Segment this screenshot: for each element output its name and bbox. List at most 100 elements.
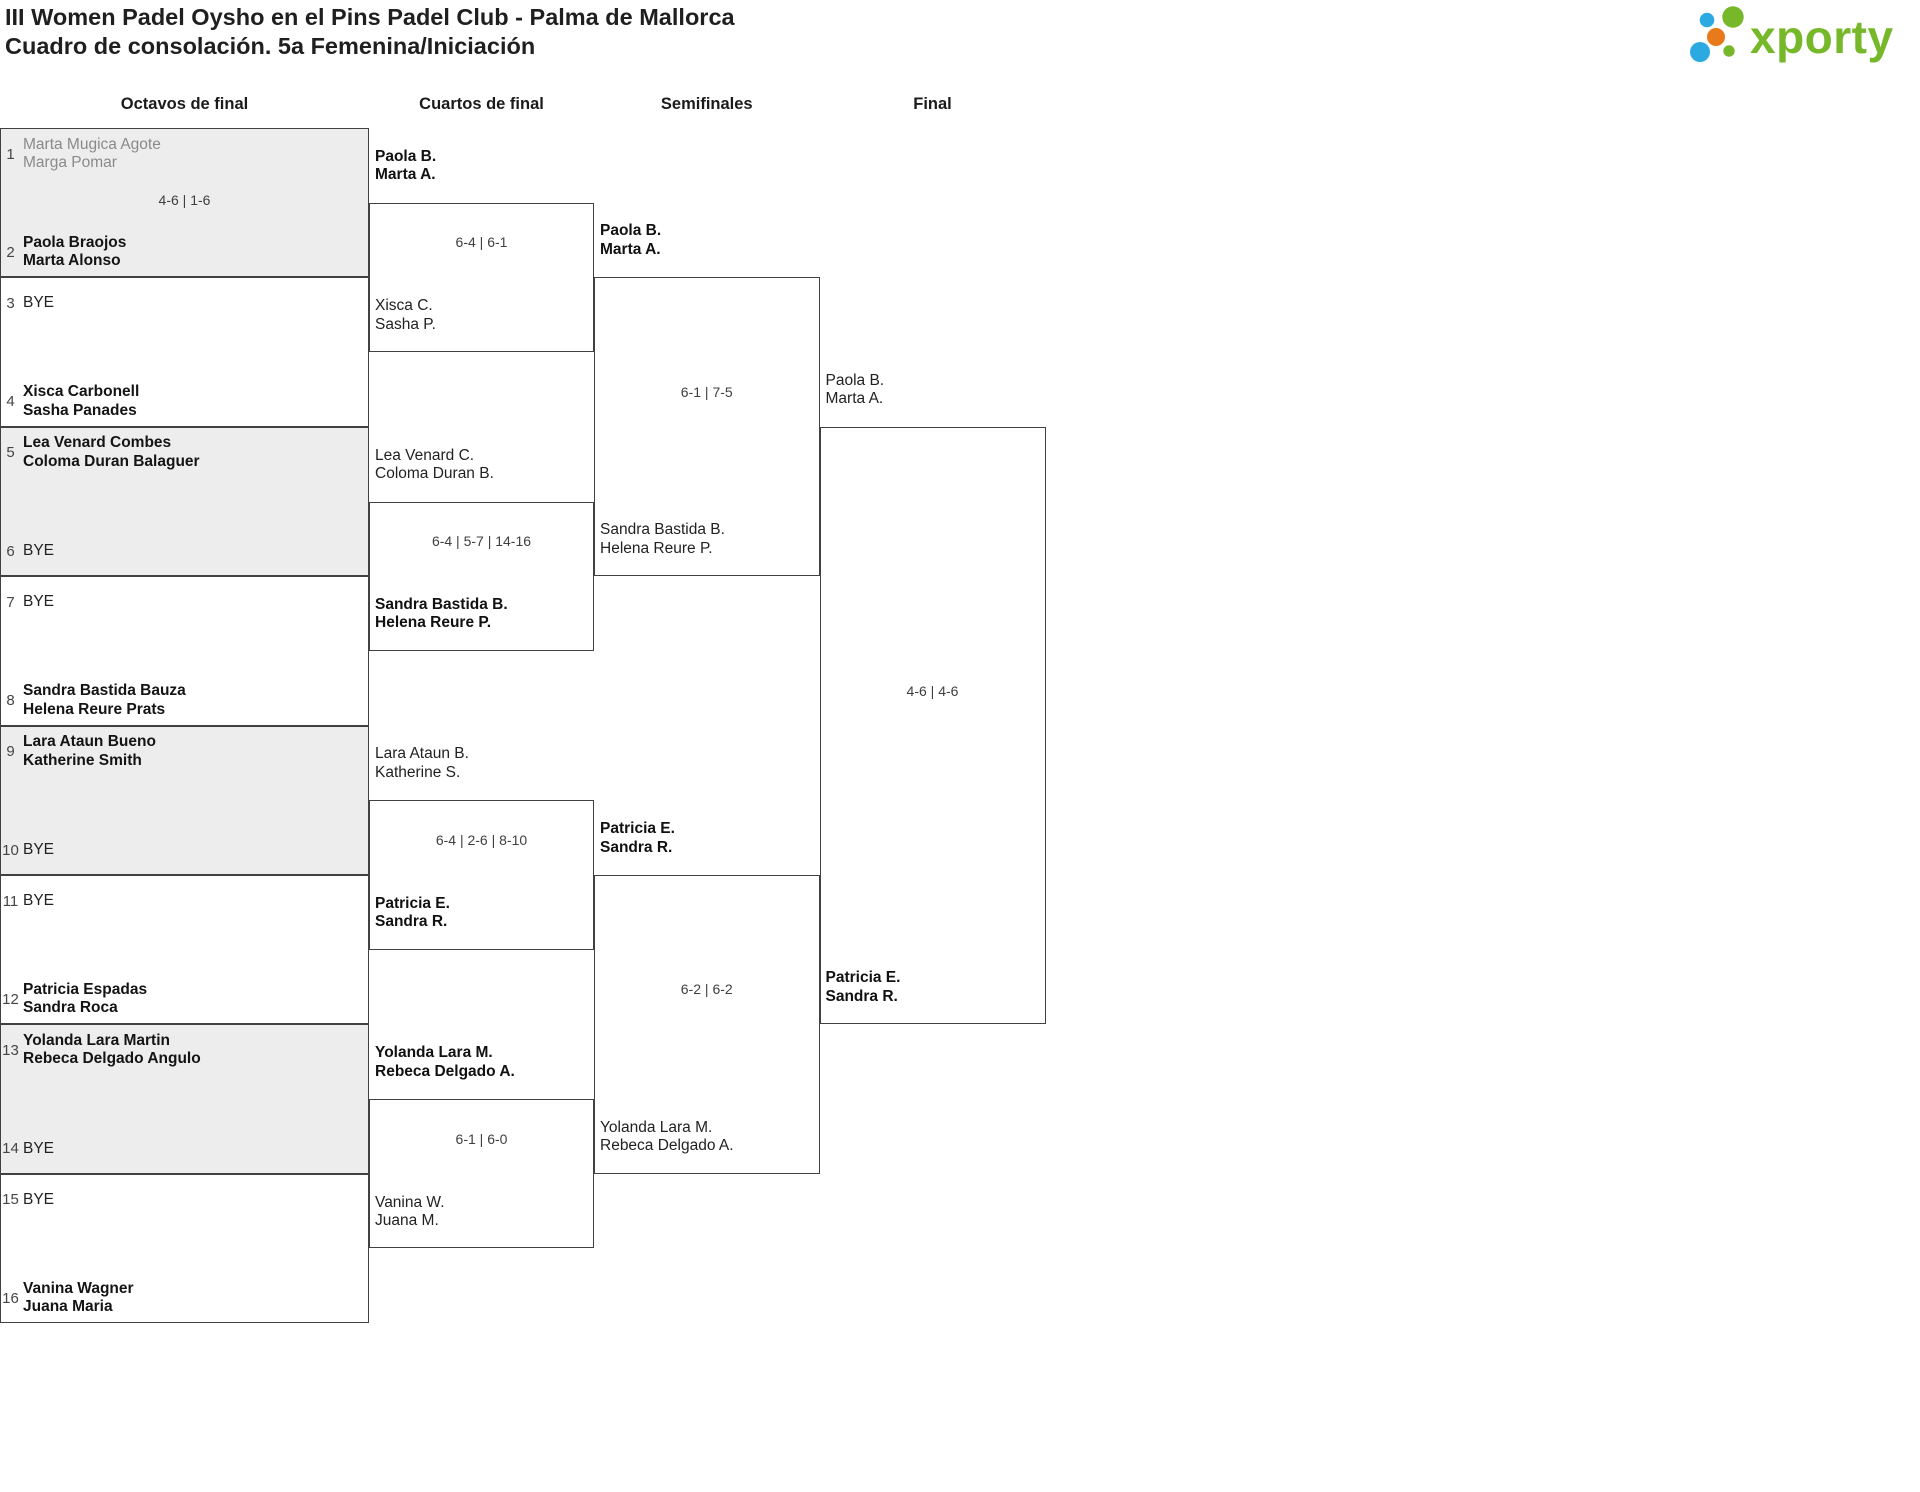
first-round-match-box <box>0 576 369 726</box>
advancing-team-label: Sandra Bastida B.Helena Reure P. <box>375 596 508 633</box>
team-name-line: BYE <box>23 891 55 909</box>
team-entry: 3 BYE <box>0 283 369 323</box>
advancing-team-line: Sandra Bastida B. <box>375 595 508 613</box>
advancing-team-line: Katherine S. <box>375 763 461 781</box>
team-name: BYE <box>21 841 54 860</box>
bracket-subtitle: Cuadro de consolación. 5a Femenina/Inici… <box>5 33 536 59</box>
team-name: BYE <box>21 294 54 313</box>
seed-number: 2 <box>6 243 15 261</box>
xporty-logo[interactable]: xporty <box>1686 4 1916 70</box>
advancing-team-line: Rebeca Delgado A. <box>600 1137 734 1155</box>
advancing-team-line: Paola B. <box>600 222 662 240</box>
advancing-team-line: Patricia E. <box>825 969 901 987</box>
seed-number: 5 <box>6 444 15 462</box>
match-score: 6-1 | 6-0 <box>455 1130 508 1147</box>
advancing-team-label: Patricia E.Sandra R. <box>826 969 901 1006</box>
team-name-line: Xisca Carbonell <box>23 383 140 401</box>
team-name-line: Marta Alonso <box>23 252 121 270</box>
first-round-match-box <box>0 426 369 577</box>
match-bracket-box <box>369 800 594 950</box>
seed-number: 3 <box>6 294 15 312</box>
team-name-line: BYE <box>23 1190 55 1208</box>
team-name-line: Marta Mugica Agote <box>23 135 161 153</box>
match-bracket-box <box>594 875 820 1174</box>
seed-number: 15 <box>2 1191 19 1209</box>
team-name-line: BYE <box>23 840 55 858</box>
team-name: BYE <box>21 542 54 561</box>
seed-number: 10 <box>2 841 19 859</box>
advancing-team-line: Patricia E. <box>375 894 450 912</box>
advancing-team-label: Paola B.Marta A. <box>375 148 436 185</box>
match-score: 6-4 | 5-7 | 14-16 <box>431 533 532 550</box>
advancing-team-line: Marta A. <box>375 166 436 184</box>
advancing-team-label: Lara Ataun B.Katherine S. <box>375 745 469 782</box>
tournament-title: III Women Padel Oysho en el Pins Padel C… <box>5 3 735 61</box>
advancing-team-label: Vanina W.Juana M. <box>375 1194 445 1231</box>
team-name-line: Sandra Roca <box>23 999 118 1017</box>
seed-number: 12 <box>2 990 19 1008</box>
advancing-team-line: Sandra Bastida B. <box>600 521 725 539</box>
match-score: 4-6 | 1-6 <box>158 191 211 208</box>
advancing-team-line: Sasha P. <box>375 315 436 333</box>
seed-number: 14 <box>2 1140 19 1158</box>
seed-number: 1 <box>6 145 15 163</box>
seed-number: 13 <box>2 1041 19 1059</box>
logo-wordmark[interactable]: xporty <box>1750 11 1894 63</box>
team-name-line: BYE <box>23 1139 55 1157</box>
team-name-line: Yolanda Lara Martin <box>23 1031 170 1049</box>
team-name: BYE <box>21 892 54 911</box>
advancing-team-label: Yolanda Lara M.Rebeca Delgado A. <box>600 1119 734 1156</box>
seed-number: 11 <box>2 892 19 910</box>
match-bracket-box <box>819 426 1046 1025</box>
team-name-line: Vanina Wagner <box>23 1279 134 1297</box>
team-name-line: BYE <box>23 541 55 559</box>
advancing-team-label: Patricia E.Sandra R. <box>600 820 675 857</box>
team-name-line: Rebeca Delgado Angulo <box>23 1050 201 1068</box>
seed-number: 7 <box>6 593 15 611</box>
advancing-team-label: Paola B.Marta A. <box>826 372 885 409</box>
team-name: BYE <box>21 593 54 612</box>
team-name-line: Helena Reure Prats <box>23 700 166 718</box>
first-round-match-box <box>0 128 369 278</box>
advancing-team-line: Yolanda Lara M. <box>375 1044 493 1062</box>
match-score: 6-4 | 2-6 | 8-10 <box>435 832 528 848</box>
seed-number: 16 <box>2 1289 19 1307</box>
team-name-line: Sandra Bastida Bauza <box>23 682 186 700</box>
match-bracket-box <box>594 277 820 577</box>
advancing-team-line: Vanina W. <box>375 1193 445 1211</box>
advancing-team-label: Xisca C.Sasha P. <box>375 297 436 334</box>
advancing-team-line: Helena Reure P. <box>375 614 492 632</box>
advancing-team-line: Lara Ataun B. <box>375 745 469 763</box>
advancing-team-label: Paola B.Marta A. <box>600 222 661 259</box>
team-name-line: Paola Braojos <box>23 233 127 251</box>
advancing-team-line: Rebeca Delgado A. <box>375 1062 515 1080</box>
advancing-team-label: Lea Venard C.Coloma Duran B. <box>375 447 494 484</box>
match-bracket-box <box>369 1099 594 1249</box>
team-name-line: Coloma Duran Balaguer <box>23 452 200 470</box>
advancing-team-line: Juana M. <box>375 1212 439 1229</box>
first-round-match-box <box>0 1173 369 1324</box>
round-header-1: Cuartos de final <box>419 95 544 113</box>
team-name-line: Lara Ataun Bueno <box>23 733 156 751</box>
round-header-0: Octavos de final <box>120 95 249 113</box>
first-round-match-box <box>0 1024 369 1174</box>
advancing-team-line: Marta A. <box>825 390 884 408</box>
match-bracket-box <box>369 202 594 353</box>
match-score: 6-2 | 6-2 <box>680 981 733 998</box>
